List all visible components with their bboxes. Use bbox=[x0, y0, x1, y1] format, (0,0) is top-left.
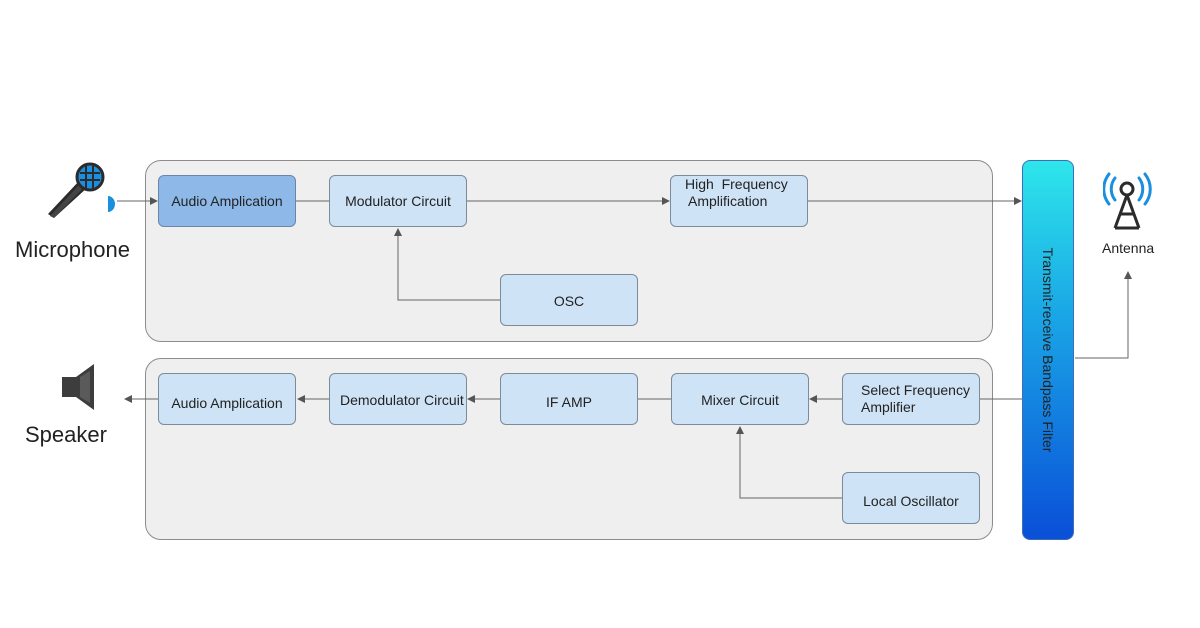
mixer-circuit-label: Mixer Circuit bbox=[701, 392, 779, 408]
modulator-circuit-block: Modulator Circuit bbox=[329, 175, 467, 227]
bandpass-filter-block: Transmit-receive Bandpass Filter bbox=[1022, 160, 1074, 540]
rx-audio-amplification-block: Audio Amplication bbox=[158, 373, 296, 425]
select-frequency-label-line2: Amplifier bbox=[861, 399, 916, 415]
antenna-icon bbox=[1103, 172, 1152, 230]
osc-to-modulator-arrow bbox=[394, 228, 500, 301]
microphone-icon bbox=[48, 162, 115, 218]
speaker-icon bbox=[62, 364, 94, 410]
microphone-label: Microphone bbox=[15, 237, 130, 262]
hf-amplification-label-line1: High Frequency bbox=[685, 176, 788, 192]
hf-amplification-label-line2: Amplification bbox=[688, 193, 768, 209]
antenna-label: Antenna bbox=[1102, 240, 1155, 256]
local-oscillator-block: Local Oscillator bbox=[842, 472, 980, 524]
modulator-circuit-label: Modulator Circuit bbox=[345, 193, 451, 209]
osc-block: OSC bbox=[500, 274, 638, 326]
tx-audio-amplification-label: Audio Amplication bbox=[171, 192, 283, 209]
osc-label: OSC bbox=[553, 293, 585, 309]
if-amp-label: IF AMP bbox=[546, 394, 592, 410]
hf-amplification-block: High Frequency Amplification bbox=[670, 175, 808, 227]
local-oscillator-label: Local Oscillator bbox=[863, 493, 959, 509]
bandpass-filter-label: Transmit-receive Bandpass Filter bbox=[1040, 247, 1056, 453]
select-frequency-amplifier-block: Select Frequency Amplifier bbox=[842, 373, 980, 425]
filter-to-antenna-arrow bbox=[1075, 271, 1132, 359]
mixer-circuit-block: Mixer Circuit bbox=[671, 373, 809, 425]
speaker-label: Speaker bbox=[25, 422, 107, 447]
tx-audio-amplification-block: Audio Amplication bbox=[158, 175, 296, 227]
demodulator-circuit-label: Demodulator Circuit bbox=[340, 392, 464, 408]
rx-audio-amplification-label: Audio Amplication bbox=[171, 395, 283, 411]
if-amp-block: IF AMP bbox=[500, 373, 638, 425]
demodulator-circuit-block: Demodulator Circuit bbox=[329, 373, 467, 425]
select-frequency-label-line1: Select Frequency bbox=[861, 382, 970, 398]
local-osc-to-mixer-arrow bbox=[736, 426, 842, 499]
